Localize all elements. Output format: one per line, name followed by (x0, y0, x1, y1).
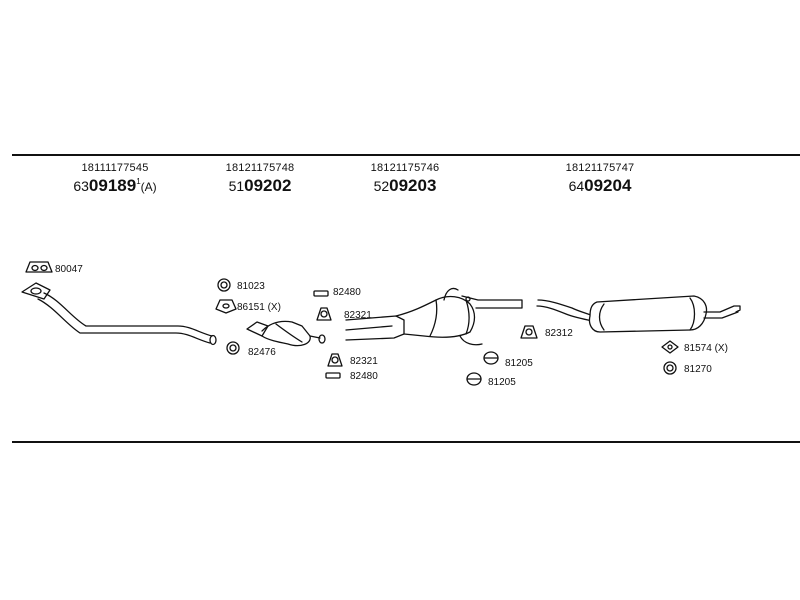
part-label: 81205 (505, 358, 533, 369)
group-header-rear-silencer: 18121175747 6409204 (550, 162, 650, 196)
ring-81023-icon (217, 278, 231, 292)
group-header-front-pipe: 18111177545 63091891(A) (60, 162, 170, 196)
part-code: 6409204 (568, 176, 632, 195)
part-label: 86151 (X) (237, 302, 281, 313)
mount-81205-lower-icon (466, 372, 482, 386)
clamp-82321-lower-icon (327, 353, 343, 367)
gasket-81574-icon (661, 340, 679, 354)
top-divider (12, 154, 800, 156)
part-label: 81574 (X) (684, 343, 728, 354)
rear-silencer-icon (536, 295, 741, 333)
gasket-80047-icon (25, 261, 53, 273)
group-header-middle-silencer: 18121175746 5209203 (355, 162, 455, 196)
middle-silencer-icon (345, 287, 523, 346)
clamp-82321-upper-icon (316, 307, 332, 321)
part-label: 80047 (55, 264, 83, 275)
clamp-82312-icon (520, 325, 538, 339)
article-number: 18121175748 (225, 162, 295, 174)
front-pipe-icon (21, 282, 217, 346)
part-label: 81023 (237, 281, 265, 292)
article-number: 18121175746 (370, 162, 440, 174)
bottom-divider (12, 441, 800, 443)
ring-81270-icon (663, 361, 677, 375)
mount-81205-upper-icon (483, 351, 499, 365)
catalyst-icon (246, 320, 326, 347)
part-label: 81270 (684, 364, 712, 375)
article-number: 18121175747 (565, 162, 635, 174)
part-code: 63091891(A) (73, 176, 157, 195)
part-label: 81205 (488, 377, 516, 388)
seal-82480-upper-icon (313, 290, 329, 297)
part-code: 5109202 (228, 176, 292, 195)
part-label: 82321 (344, 310, 372, 321)
seal-82480-lower-icon (325, 372, 341, 379)
gasket-86151-icon (215, 299, 237, 314)
part-code: 5209203 (373, 176, 437, 195)
clamp-82476-icon (226, 341, 240, 355)
part-label: 82321 (350, 356, 378, 367)
article-number: 18111177545 (81, 162, 149, 174)
part-label: 82476 (248, 347, 276, 358)
group-header-catalyst: 18121175748 5109202 (210, 162, 310, 196)
part-label: 82480 (333, 287, 361, 298)
part-label: 82312 (545, 328, 573, 339)
part-label: 82480 (350, 371, 378, 382)
